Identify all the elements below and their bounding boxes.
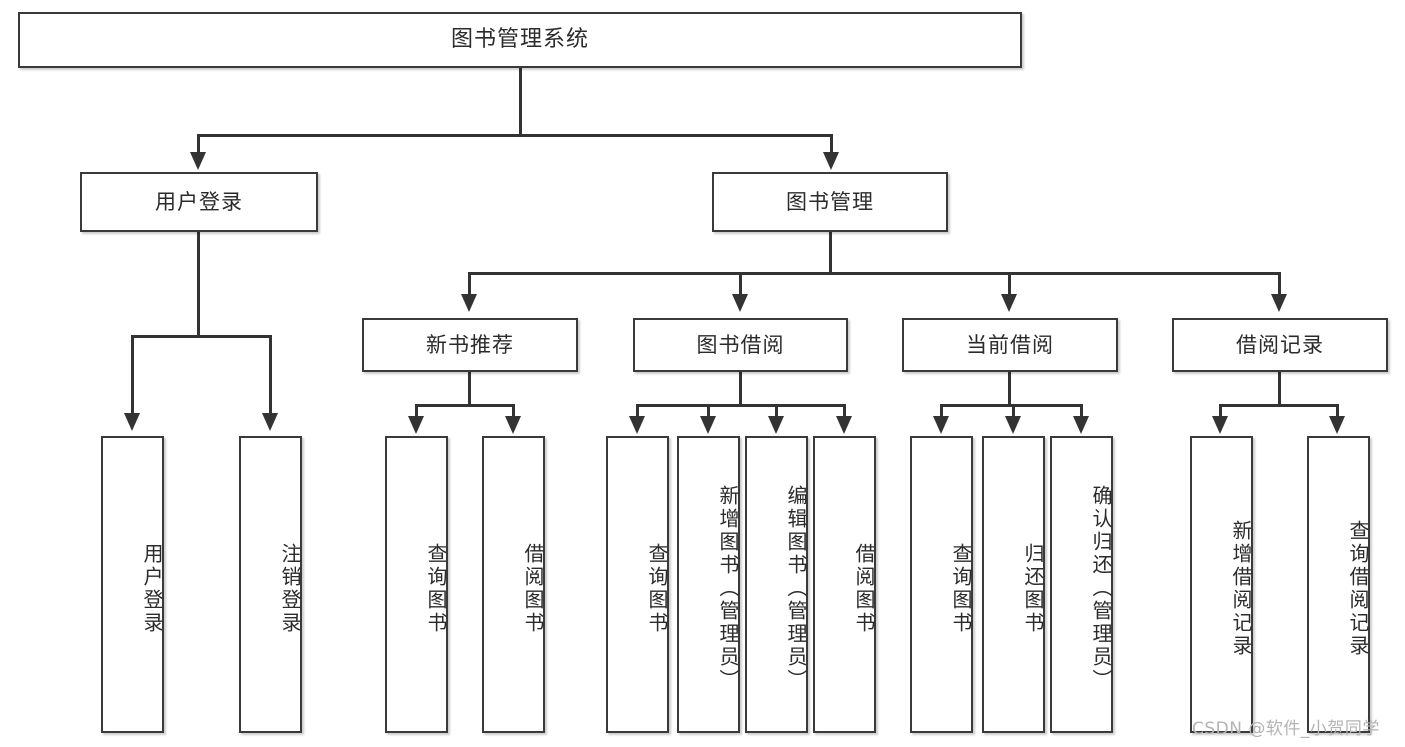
connector-cb-bar [940,404,1082,407]
leaf-label: 查询图书 [949,542,973,635]
connector-book-manage-stem [829,232,832,272]
node-new-book-rec[interactable]: 新书推荐 [362,318,578,372]
node-leaf-query-record[interactable]: 查询借阅记录 [1307,436,1370,733]
leaf-label: 用户登录 [140,542,164,635]
connector-br-c2 [1336,404,1339,418]
arrow-to-book-manage [823,152,839,170]
arrow-leaf-query-book-2 [629,416,645,434]
connector-bb-c1 [636,404,639,418]
arrow-leaf-edit-book [768,416,784,434]
arrow-leaf-query-book-3 [933,416,949,434]
connector-bm-c2 [739,272,742,296]
leaf-label: 借阅图书 [852,542,876,635]
node-root[interactable]: 图书管理系统 [18,12,1022,68]
connector-bb-c3 [775,404,778,418]
connector-user-login-bar [131,335,270,338]
arrow-leaf-user-logout [262,413,278,431]
arrow-book-borrow [732,294,748,312]
connector-book-manage-bar [468,272,1280,275]
connector-bb-c2 [707,404,710,418]
node-leaf-borrow-book-1[interactable]: 借阅图书 [482,436,545,733]
connector-bm-c4 [1278,272,1281,296]
csdn-watermark: CSDN @软件_小贺同学 [1192,719,1380,739]
connector-root-bar [197,134,833,137]
leaf-label: 新增借阅记录 [1229,519,1253,658]
node-leaf-edit-book[interactable]: 编辑图书（管理员） [745,436,808,733]
arrow-leaf-add-book [700,416,716,434]
connector-br-stem [1278,372,1281,404]
connector-br-bar [1219,404,1338,407]
connector-nbr-stem [468,372,471,404]
connector-bb-stem [739,372,742,404]
connector-bb-c4 [843,404,846,418]
connector-user-login-c2 [269,335,272,415]
node-leaf-query-book-2[interactable]: 查询图书 [606,436,669,733]
leaf-label: 借阅图书 [521,542,545,635]
leaf-label: 归还图书 [1021,542,1045,635]
connector-nbr-c1 [415,404,418,418]
leaf-label: 查询借阅记录 [1346,519,1370,658]
leaf-label: 编辑图书（管理员） [784,485,808,692]
connector-cb-c2 [1012,404,1015,418]
node-book-manage[interactable]: 图书管理 [712,172,948,232]
arrow-new-book-rec [461,294,477,312]
connector-bm-c1 [468,272,471,296]
node-leaf-user-login[interactable]: 用户登录 [101,436,164,733]
arrow-to-user-login [190,152,206,170]
connector-root-stem [519,68,522,134]
connector-cb-c3 [1080,404,1083,418]
arrow-leaf-borrow-book-1 [505,416,521,434]
node-leaf-query-book-3[interactable]: 查询图书 [910,436,973,733]
arrow-leaf-user-login [124,413,140,431]
node-leaf-query-book-1[interactable]: 查询图书 [385,436,448,733]
connector-nbr-bar [415,404,514,407]
node-borrow-record[interactable]: 借阅记录 [1172,318,1388,372]
connector-user-login-c1 [131,335,134,415]
arrow-leaf-add-record [1212,416,1228,434]
connector-to-user-login [197,134,200,154]
node-leaf-confirm-return[interactable]: 确认归还（管理员） [1050,436,1113,733]
arrow-leaf-confirm-return [1073,416,1089,434]
leaf-label: 确认归还（管理员） [1089,485,1113,692]
connector-to-book-manage [830,134,833,154]
node-leaf-add-record[interactable]: 新增借阅记录 [1190,436,1253,733]
connector-cb-c1 [940,404,943,418]
arrow-leaf-query-record [1329,416,1345,434]
node-user-login[interactable]: 用户登录 [80,172,318,232]
connector-nbr-c2 [512,404,515,418]
leaf-label: 查询图书 [645,542,669,635]
connector-user-login-stem [197,232,200,335]
connector-bb-bar [636,404,844,407]
node-leaf-return-book[interactable]: 归还图书 [982,436,1045,733]
connector-bm-c3 [1008,272,1011,296]
leaf-label: 新增图书（管理员） [716,485,740,692]
arrow-current-borrow [1001,294,1017,312]
arrow-borrow-record [1271,294,1287,312]
node-leaf-borrow-book-2[interactable]: 借阅图书 [813,436,876,733]
leaf-label: 注销登录 [278,542,302,635]
arrow-leaf-query-book-1 [408,416,424,434]
arrow-leaf-return-book [1005,416,1021,434]
node-book-borrow[interactable]: 图书借阅 [633,318,848,372]
connector-br-c1 [1219,404,1222,418]
node-leaf-user-logout[interactable]: 注销登录 [239,436,302,733]
connector-cb-stem [1008,372,1011,404]
leaf-label: 查询图书 [424,542,448,635]
node-leaf-add-book[interactable]: 新增图书（管理员） [677,436,740,733]
node-current-borrow[interactable]: 当前借阅 [902,318,1118,372]
arrow-leaf-borrow-book-2 [836,416,852,434]
